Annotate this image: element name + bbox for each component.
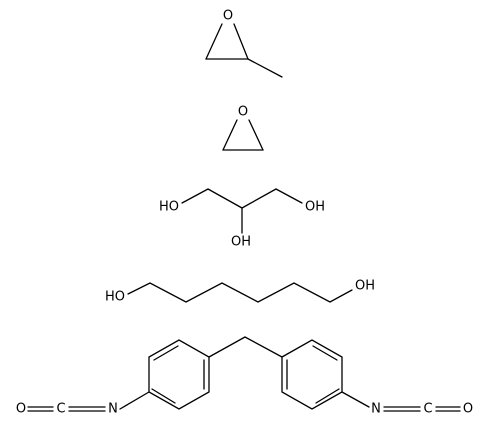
atom-ho-left: HO <box>105 290 125 305</box>
bond-ring-n-left <box>119 391 150 410</box>
atom-n-right: N <box>371 402 381 417</box>
molecule-hexanediol: HO OH <box>105 279 375 305</box>
bond-ring-n-right <box>341 391 370 408</box>
ring-right <box>281 339 343 410</box>
atom-oh-mid: OH <box>231 235 251 250</box>
bond-oleft-c1 <box>181 188 209 204</box>
molecule-methyloxirane: O <box>205 9 283 78</box>
molecule-mdi: O C N N C O <box>16 336 473 417</box>
ring-left <box>148 339 210 410</box>
atom-o-left: O <box>16 402 26 417</box>
bond-o-c1 <box>222 119 238 151</box>
molecule-glycerol: HO OH OH <box>159 188 325 250</box>
atom-oh-right: OH <box>305 200 325 215</box>
bond-bridge-left <box>208 336 246 358</box>
atom-c-left: C <box>56 402 65 417</box>
bond-c2-methyl <box>247 58 283 78</box>
atom-n-left: N <box>108 402 118 417</box>
bond-c3-oright <box>275 188 303 204</box>
molecule-oxirane: O <box>222 105 264 151</box>
ring-right-double-2 <box>312 345 338 361</box>
ring-left-double-2 <box>151 388 176 404</box>
ring-left-double-3 <box>153 345 179 361</box>
atom-c-right: C <box>423 402 432 417</box>
bond-o-c2 <box>248 119 264 151</box>
bond-bridge-right <box>244 336 283 358</box>
ring-right-double-3 <box>315 388 340 404</box>
bond-c1-c2 <box>207 188 243 209</box>
atom-o-right: O <box>463 402 473 417</box>
atom-o-ring: O <box>238 105 248 120</box>
bond-chain <box>127 282 353 303</box>
atom-ho-left: HO <box>159 200 179 215</box>
atom-oh-right: OH <box>355 279 375 294</box>
bond-o-c2 <box>233 23 249 60</box>
bond-o-c1 <box>205 23 223 60</box>
atom-o-ring: O <box>223 9 233 24</box>
bond-c2-c3 <box>241 188 277 209</box>
